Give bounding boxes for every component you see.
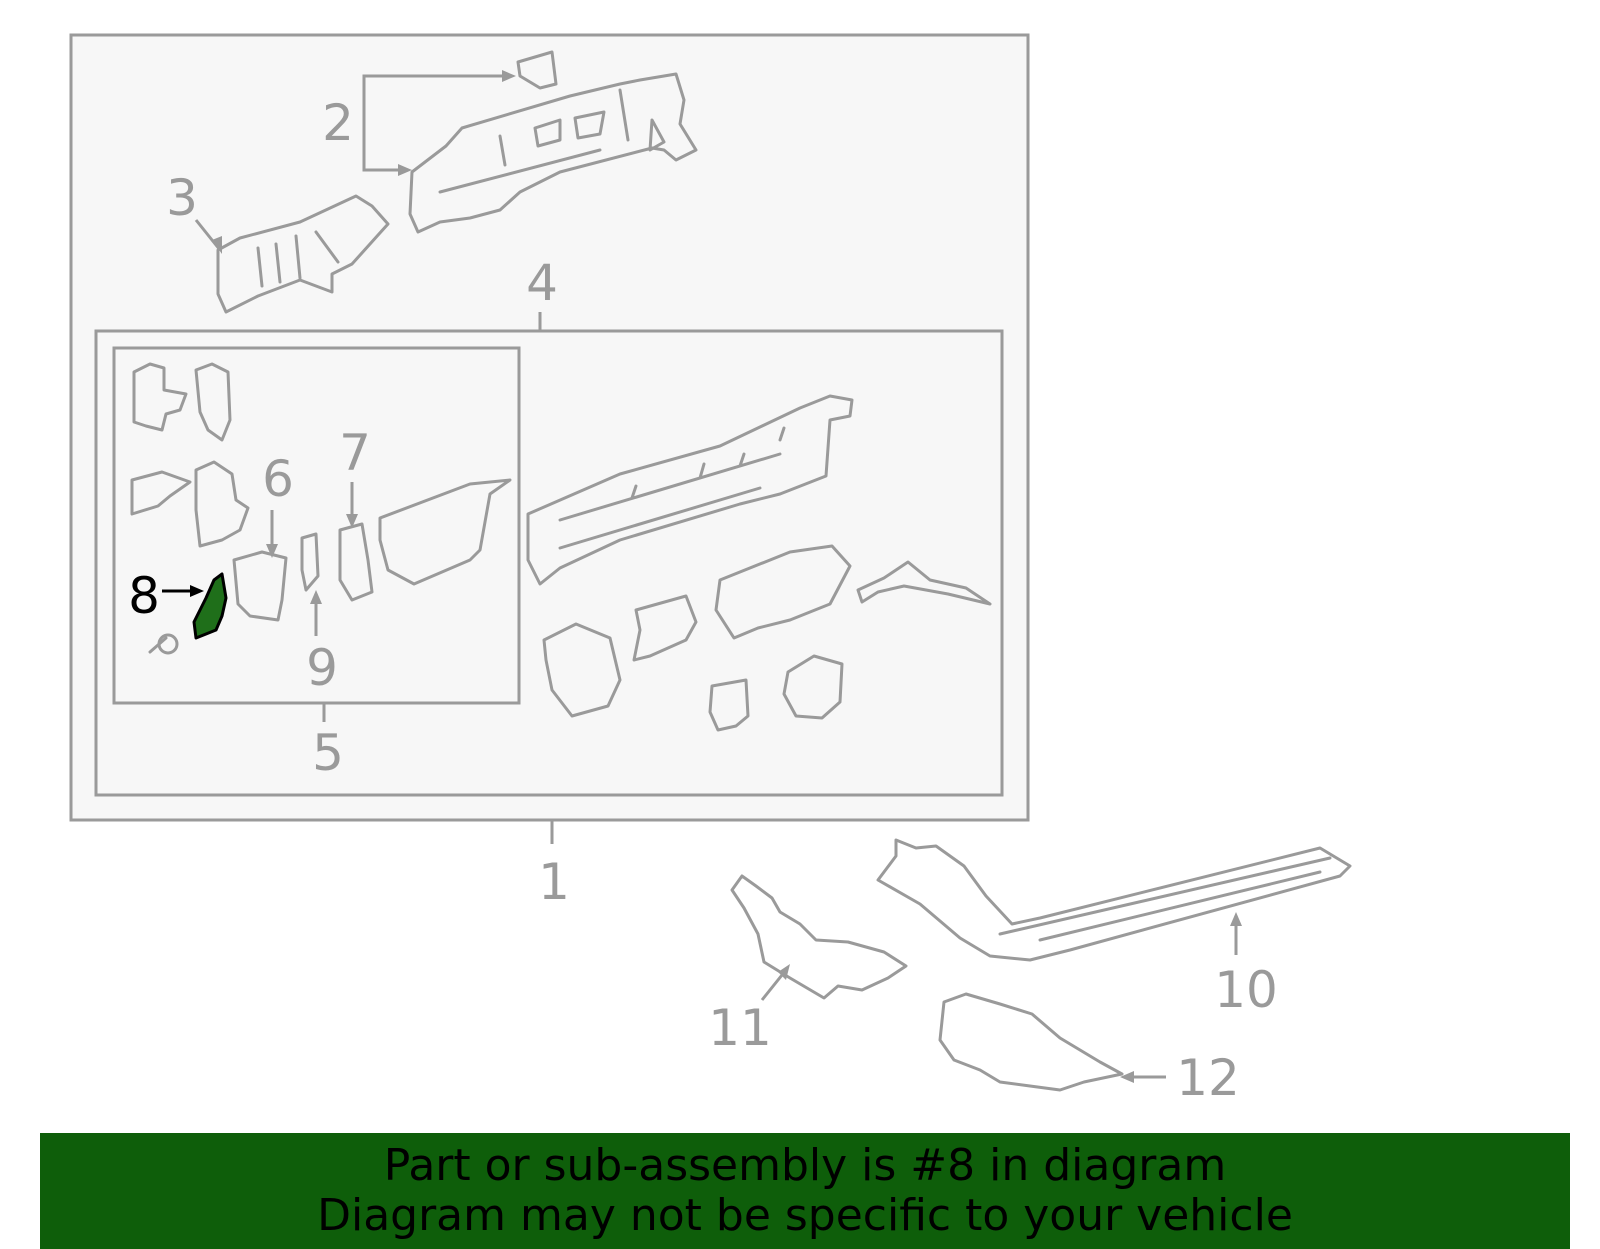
part-2-rail-detail xyxy=(438,88,666,194)
banner-line-2: Diagram may not be specific to your vehi… xyxy=(317,1190,1293,1241)
part-4-main-rail xyxy=(526,394,854,586)
part-12-panel xyxy=(938,992,1124,1092)
callout-7: 7 xyxy=(339,424,371,482)
part-10-rocker xyxy=(876,838,1352,962)
part-5-large-bracket xyxy=(378,478,512,586)
callout-6: 6 xyxy=(262,450,294,508)
part-3-rail xyxy=(216,194,390,314)
callout-11: 11 xyxy=(708,999,772,1057)
callout-4: 4 xyxy=(526,254,558,312)
part-5-piece-c xyxy=(130,470,192,516)
part-9-plate xyxy=(300,532,320,592)
part-8-highlighted xyxy=(192,572,228,640)
part-4-piece-d xyxy=(856,560,992,606)
arrowhead-10 xyxy=(1230,912,1242,926)
part-4-piece-b xyxy=(632,594,698,662)
callout-10: 10 xyxy=(1214,961,1278,1019)
part-3-detail xyxy=(256,230,340,288)
part-6-bracket xyxy=(232,550,288,622)
part-5-piece-d xyxy=(194,460,250,548)
arrowhead-2b xyxy=(398,164,412,176)
callout-1: 1 xyxy=(538,853,570,911)
part-4-piece-f xyxy=(782,654,844,720)
arrowhead-7 xyxy=(346,514,358,528)
arrowhead-6 xyxy=(266,544,278,558)
arrowhead-2a xyxy=(502,70,516,82)
part-10-detail xyxy=(998,856,1332,942)
arrowhead-8 xyxy=(190,585,204,597)
arrowhead-12 xyxy=(1120,1071,1134,1083)
part-7-bracket xyxy=(338,522,374,602)
part-2-rail xyxy=(408,72,698,234)
callout-5: 5 xyxy=(312,724,344,782)
info-banner: Part or sub-assembly is #8 in diagram Di… xyxy=(40,1133,1570,1249)
part-5-piece-a xyxy=(132,362,188,432)
part-4-piece-a xyxy=(542,622,622,718)
callout-9: 9 xyxy=(306,639,338,697)
arrowhead-3 xyxy=(212,236,222,254)
arrowhead-11 xyxy=(778,964,790,980)
leader-2 xyxy=(362,74,510,172)
callout-3: 3 xyxy=(166,169,198,227)
arrowhead-9 xyxy=(310,590,322,604)
banner-line-1: Part or sub-assembly is #8 in diagram xyxy=(383,1140,1227,1191)
part-5-bolt-shank xyxy=(148,636,168,654)
part-4-rail-detail xyxy=(558,426,786,550)
part-4-piece-c xyxy=(714,544,852,640)
part-2-bracket xyxy=(516,50,558,90)
part-5-piece-b xyxy=(194,362,232,442)
callout-2: 2 xyxy=(322,94,354,152)
part-4-piece-e xyxy=(708,678,750,732)
callout-12: 12 xyxy=(1176,1049,1240,1107)
part-11-panel xyxy=(730,874,908,1000)
callout-8: 8 xyxy=(128,567,160,625)
